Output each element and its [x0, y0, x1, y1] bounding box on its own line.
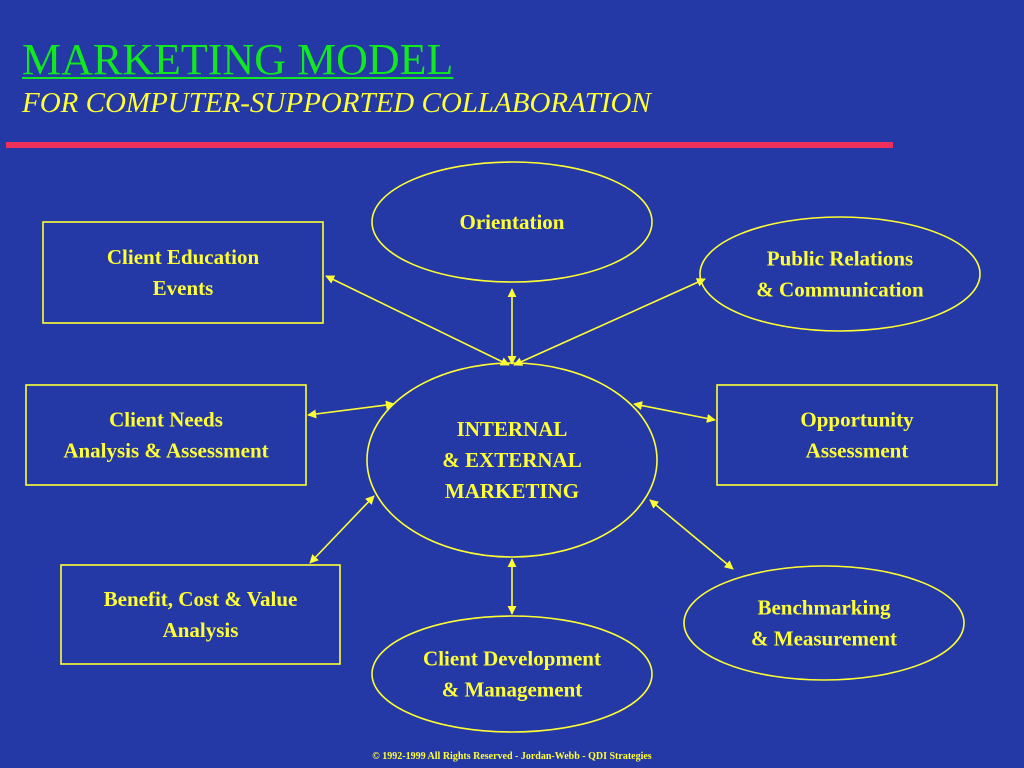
connector-client-education	[325, 275, 510, 366]
node-label: Benefit, Cost & Value	[104, 587, 298, 611]
node-ellipse	[371, 615, 653, 733]
node-label: Benchmarking	[757, 596, 891, 620]
connector-layer	[307, 275, 734, 615]
node-label: & EXTERNAL	[442, 448, 581, 472]
node-label: Client Development	[423, 647, 601, 671]
node-box	[60, 564, 341, 665]
node-internal-external-marketing: INTERNAL & EXTERNAL MARKETING	[366, 362, 658, 558]
node-label: Analysis	[163, 618, 239, 642]
connector-client-needs	[307, 400, 395, 419]
node-box	[25, 384, 307, 486]
node-label: & Communication	[756, 278, 924, 302]
node-ellipse	[366, 362, 658, 558]
node-label: Analysis & Assessment	[63, 439, 268, 463]
node-ellipse	[371, 161, 653, 283]
connector-benefit-cost-value	[309, 495, 375, 564]
node-ellipse	[683, 565, 965, 681]
connector-opportunity-assessment	[633, 401, 716, 423]
node-label: & Measurement	[751, 627, 897, 651]
node-label: MARKETING	[445, 479, 579, 503]
node-label: Client Needs	[109, 408, 223, 432]
title-divider	[6, 142, 893, 148]
node-ellipse	[699, 216, 981, 332]
node-label: Opportunity	[800, 408, 914, 432]
node-orientation: Orientation	[371, 161, 653, 283]
node-client-development: Client Development & Management	[371, 615, 653, 733]
node-layer: INTERNAL& EXTERNALMARKETINGOrientationPu…	[25, 161, 998, 733]
node-label: Orientation	[460, 210, 565, 234]
node-box	[716, 384, 998, 486]
slide-title: MARKETING MODEL	[22, 35, 454, 84]
node-label: Public Relations	[767, 247, 913, 271]
node-label: Client Education	[107, 245, 260, 269]
copyright-footer: © 1992-1999 All Rights Reserved - Jordan…	[372, 751, 652, 762]
node-box	[42, 221, 324, 324]
node-label: & Management	[442, 678, 583, 702]
slide-subtitle: FOR COMPUTER-SUPPORTED COLLABORATION	[22, 87, 651, 119]
node-label: Events	[153, 276, 214, 300]
node-public-relations: Public Relations & Communication	[699, 216, 981, 332]
node-label: Assessment	[806, 439, 909, 463]
node-label: INTERNAL	[457, 417, 568, 441]
connector-public-relations	[513, 278, 706, 366]
connector-benchmarking	[649, 499, 734, 570]
node-benchmarking: Benchmarking & Measurement	[683, 565, 965, 681]
